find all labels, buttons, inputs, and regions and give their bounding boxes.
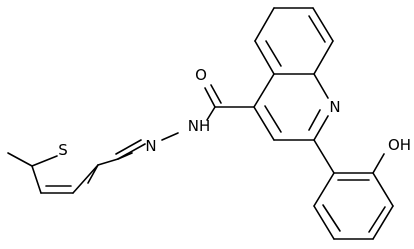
bond [254,7,275,42]
bond [7,152,33,167]
bond [372,153,385,174]
bond [117,143,146,160]
atom-label-carbonyl-oxygen: O [195,66,207,84]
bond [313,172,335,207]
bond [204,87,216,108]
bond [312,7,334,42]
bond [97,158,119,166]
bond [313,205,335,240]
atom-label-imine-nitrogen: N [145,137,156,155]
bond [313,115,329,141]
bond [254,40,275,75]
atom-label-thiophene-sulfur: S [58,141,68,159]
bond [368,206,386,233]
bond [253,106,275,141]
bond [264,105,282,133]
bond [308,109,321,131]
bond [72,164,99,194]
bond [308,15,326,43]
atom-label-amide-nh: NH [188,117,211,135]
bond [313,40,334,75]
atom-labels: O N NH N S OH [58,66,411,159]
bond [31,155,58,167]
bond [265,40,282,67]
atom-label-quinoline-nitrogen: N [329,98,340,116]
bond [322,204,341,232]
bond [31,165,42,194]
bond [253,73,275,108]
bond [206,106,216,121]
bond [161,132,179,141]
bond [372,205,394,240]
atom-label-phenol-hydroxyl: OH [388,136,411,154]
bond [115,139,142,155]
bond [313,139,335,174]
bond-lines [7,7,394,240]
bond [210,84,222,104]
bond [313,73,329,99]
bond [372,172,394,207]
